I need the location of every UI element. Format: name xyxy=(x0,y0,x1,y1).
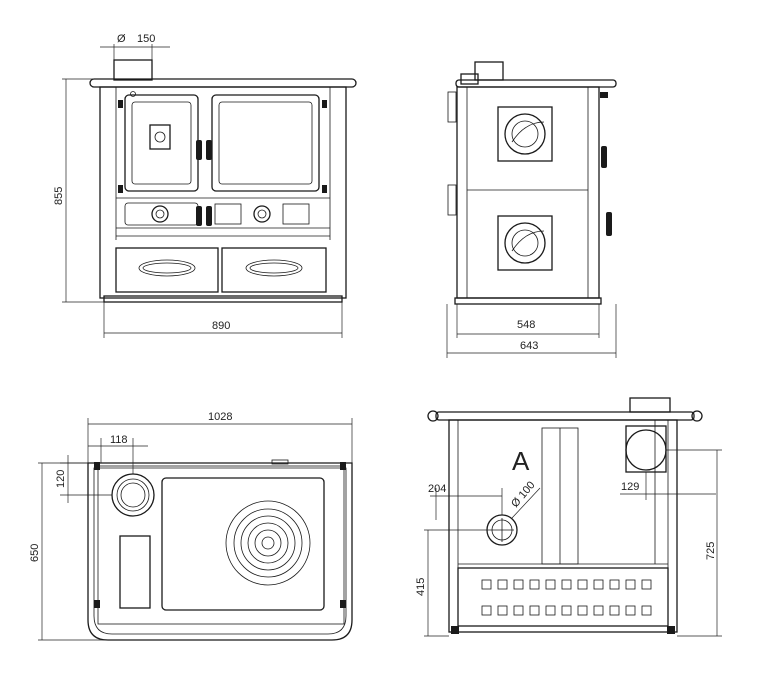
rear-view: A Ø 100 204 129 725 415 xyxy=(415,397,722,637)
front-view: Ø 150 855 890 xyxy=(53,33,357,338)
rear-offset-x-label: 204 xyxy=(428,483,446,495)
rear-vent-slots xyxy=(481,579,652,616)
top-width-label: 1028 xyxy=(208,411,232,423)
side-plinth xyxy=(454,297,602,305)
side-flue-pipe xyxy=(474,61,504,81)
front-body xyxy=(99,86,347,299)
top-firebox-opening xyxy=(119,535,151,609)
rear-louvre-panel xyxy=(457,567,669,627)
side-view: 548 643 xyxy=(446,61,617,358)
side-outer-width-label: 643 xyxy=(520,340,538,352)
side-flue-collar xyxy=(460,73,479,85)
rear-body xyxy=(448,419,678,633)
side-body xyxy=(456,86,600,299)
side-cooktop xyxy=(455,79,617,88)
front-air-regulator-left xyxy=(151,205,169,223)
front-drawer-right xyxy=(221,247,327,293)
top-flue-offset-y-label: 120 xyxy=(55,470,67,488)
front-height-label: 855 xyxy=(53,187,65,205)
rear-air-inlet-diameter-label: Ø 100 xyxy=(509,479,537,510)
front-firebox-door xyxy=(124,94,199,192)
rear-height-label: 725 xyxy=(705,542,717,560)
rear-inlet-height-label: 415 xyxy=(415,578,427,596)
rear-flue-pipe xyxy=(629,397,671,413)
front-thermometer xyxy=(149,124,171,150)
side-inner-width-label: 548 xyxy=(517,319,535,331)
top-flue-collar xyxy=(111,473,155,517)
front-width-label: 890 xyxy=(212,320,230,332)
side-panel-lower xyxy=(497,215,553,271)
top-hotplate xyxy=(161,477,325,611)
top-hob-rings xyxy=(225,500,311,586)
top-view: 1028 118 120 650 xyxy=(29,411,353,641)
top-flue-offset-x-label: 118 xyxy=(110,434,128,446)
top-outline xyxy=(87,462,353,641)
front-flue-prefix-label: Ø xyxy=(117,33,126,45)
front-flue-diameter-label: 150 xyxy=(137,33,155,45)
rear-view-label: A xyxy=(512,446,530,476)
front-flue-pipe xyxy=(113,59,153,81)
rear-cooktop xyxy=(435,411,695,421)
side-panel-upper xyxy=(497,106,553,162)
front-oven-door xyxy=(211,94,320,192)
front-air-regulator-right xyxy=(253,205,271,223)
front-plinth xyxy=(103,295,343,303)
front-drawer-left xyxy=(115,247,219,293)
rear-offset-right-label: 129 xyxy=(621,481,639,493)
top-depth-label: 650 xyxy=(29,544,41,562)
